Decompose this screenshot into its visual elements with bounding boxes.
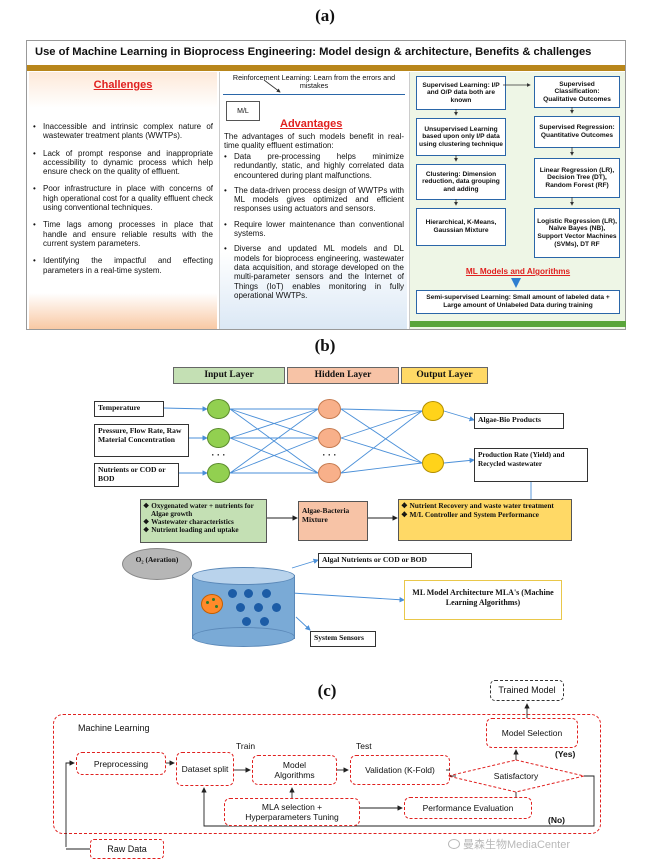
hierarchical-box: Hierarchical, K-Means, Gaussian Mixture bbox=[416, 208, 506, 246]
layer-header-input: Input Layer bbox=[173, 367, 285, 384]
mixture-box: Algae-Bacteria Mixture bbox=[298, 501, 368, 541]
clustering-box: Clustering: Dimension reduction, data gr… bbox=[416, 164, 506, 200]
hidden-node bbox=[318, 399, 341, 419]
satisfactory-diamond bbox=[447, 759, 585, 793]
hidden-node bbox=[318, 463, 341, 483]
input-ellipsis: · · · bbox=[211, 450, 226, 460]
green-item: ❖ Oxygenated water + nutrients for Algae… bbox=[143, 502, 254, 518]
advantage-item: •Require lower maintenance than conventi… bbox=[224, 219, 404, 239]
model-selection-box: Model Selection bbox=[486, 718, 578, 748]
logistic-regression-box: Logistic Regression (LR), Naïve Bayes (N… bbox=[534, 208, 620, 258]
advantages-panel: Reinforcement Learning: Learn from the e… bbox=[219, 72, 407, 329]
input-node bbox=[207, 399, 230, 419]
challenges-heading: Challenges bbox=[93, 79, 153, 91]
output-algae-bio: Algae-Bio Products bbox=[474, 413, 564, 429]
raw-data-box: Raw Data bbox=[90, 839, 164, 859]
machine-learning-frame bbox=[53, 714, 601, 834]
yellow-results-box: ❖ Nutrient Recovery and waste water trea… bbox=[398, 499, 572, 541]
ml-box: M/L bbox=[226, 101, 260, 121]
down-arrow-icon bbox=[511, 278, 521, 288]
input-pressure: Pressure, Flow Rate, Raw Material Concen… bbox=[94, 424, 189, 457]
advantages-heading: Advantages bbox=[280, 118, 343, 130]
trained-model-box: Trained Model bbox=[490, 680, 564, 701]
satisfactory-label: Satisfactory bbox=[493, 771, 539, 781]
panel-c-label: (c) bbox=[317, 681, 337, 700]
advantages-list: •Data pre-processing helps minimize redu… bbox=[224, 152, 404, 300]
title-underline bbox=[27, 65, 625, 71]
panel-b-label: (b) bbox=[314, 336, 336, 355]
output-production-rate: Production Rate (Yield) and Recycled was… bbox=[474, 448, 588, 482]
hidden-node bbox=[318, 428, 341, 448]
advantage-item: •Diverse and updated ML models and DL mo… bbox=[224, 244, 404, 300]
train-label: Train bbox=[236, 741, 256, 751]
algal-nutrients-box: Algal Nutrients or COD or BOD bbox=[318, 553, 472, 568]
performance-evaluation-box: Performance Evaluation bbox=[404, 797, 532, 819]
output-node bbox=[422, 453, 444, 473]
advantage-item: •Data pre-processing helps minimize redu… bbox=[224, 152, 404, 180]
output-node bbox=[422, 401, 444, 421]
panel-a: Use of Machine Learning in Bioprocess En… bbox=[26, 40, 626, 330]
mla-selection-box: MLA selection + Hyperparameters Tuning bbox=[224, 798, 360, 826]
challenge-item: •Poor infrastructure in place with conce… bbox=[33, 184, 213, 213]
dataset-split-box: Dataset split bbox=[176, 752, 234, 786]
machine-learning-label: Machine Learning bbox=[78, 723, 150, 733]
challenges-list: •Inaccessible and intrinsic complex natu… bbox=[33, 122, 213, 275]
bioreactor-tank bbox=[192, 567, 295, 647]
yellow-item: ❖ Nutrient Recovery and waste water trea… bbox=[401, 501, 554, 510]
unsupervised-box: Unsupervised Learning based upon only I/… bbox=[416, 118, 506, 156]
input-nutrients: Nutrients or COD or BOD bbox=[94, 463, 179, 487]
hidden-ellipsis: · · · bbox=[322, 450, 337, 460]
supervised-box: Supervised Learning: I/P and O/P data bo… bbox=[416, 76, 506, 110]
challenge-item: •Identifying the impactful and effecting… bbox=[33, 256, 213, 275]
input-temperature: Temperature bbox=[94, 401, 164, 417]
semi-supervised-box: Semi-supervised Learning: Small amount o… bbox=[416, 290, 620, 314]
layer-header-output: Output Layer bbox=[401, 367, 488, 384]
input-node bbox=[207, 428, 230, 448]
no-label: (No) bbox=[548, 815, 565, 825]
linear-regression-box: Linear Regression (LR), Decision Tree (D… bbox=[534, 158, 620, 198]
challenge-item: •Time lags among processes in place that… bbox=[33, 220, 213, 248]
o2-aeration-bubble: O₂ (Aeration) bbox=[122, 548, 192, 580]
test-label: Test bbox=[356, 741, 372, 751]
green-item: ❖ Wastewater characteristics bbox=[143, 518, 234, 526]
panel-a-title: Use of Machine Learning in Bioprocess En… bbox=[35, 46, 592, 58]
input-node bbox=[207, 463, 230, 483]
challenge-item: •Lack of prompt response and inappropria… bbox=[33, 148, 213, 177]
sup-regression-box: Supervised Regression: Quantitative Outc… bbox=[534, 116, 620, 148]
sup-classification-box: Supervised Classification: Qualitative O… bbox=[534, 76, 620, 108]
ml-models-panel: Supervised Learning: I/P and O/P data bo… bbox=[409, 72, 626, 329]
mla-box: ML Model Architecture MLA's (Machine Lea… bbox=[404, 580, 562, 620]
system-sensors-box: System Sensors bbox=[310, 631, 376, 647]
yes-label: (Yes) bbox=[555, 749, 576, 759]
wechat-icon bbox=[448, 839, 460, 849]
green-bottom-bar bbox=[410, 321, 626, 327]
ml-models-title: ML Models and Algorithms bbox=[465, 267, 571, 276]
reinforcement-box: Reinforcement Learning: Learn from the e… bbox=[223, 73, 405, 95]
layer-header-hidden: Hidden Layer bbox=[287, 367, 399, 384]
panel-a-label: (a) bbox=[315, 6, 335, 25]
model-algorithms-box: Model Algorithms bbox=[252, 755, 337, 785]
validation-box: Validation (K-Fold) bbox=[350, 755, 450, 785]
watermark: 曼森生物MediaCenter bbox=[448, 836, 570, 852]
challenge-item: •Inaccessible and intrinsic complex natu… bbox=[33, 122, 213, 141]
green-item: ❖ Nutrient loading and uptake bbox=[143, 526, 239, 534]
advantages-intro: The advantages of such models benefit in… bbox=[224, 132, 404, 151]
algae-bacteria-cluster bbox=[201, 594, 223, 614]
green-conditions-box: ❖ Oxygenated water + nutrients for Algae… bbox=[140, 499, 267, 543]
yellow-item: ❖ M/L Controller and System Performance bbox=[401, 509, 539, 519]
preprocessing-box: Preprocessing bbox=[76, 752, 166, 775]
challenges-panel: Challenges •Inaccessible and intrinsic c… bbox=[29, 72, 217, 329]
advantage-item: •The data-driven process design of WWTPs… bbox=[224, 185, 404, 214]
